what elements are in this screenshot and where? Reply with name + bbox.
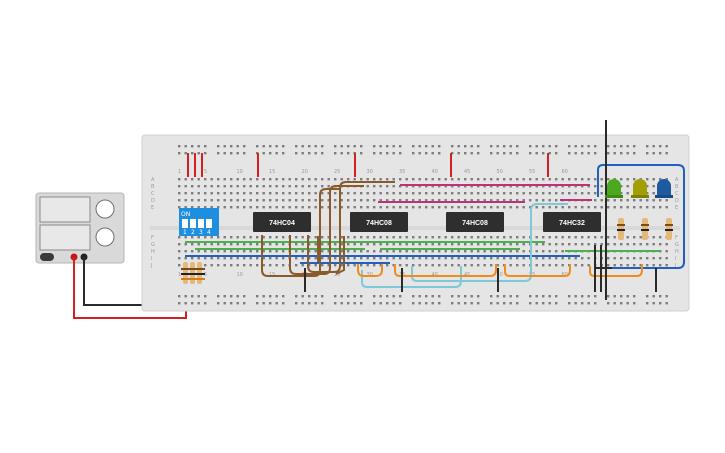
- row-letter: I: [151, 256, 152, 262]
- column-number: 45: [464, 169, 470, 175]
- ic-74hc08-a[interactable]: 74HC08: [350, 212, 408, 232]
- row-letter: C: [675, 191, 679, 197]
- column-number: 55: [529, 169, 535, 175]
- row-letter: F: [151, 235, 154, 241]
- black-wires[interactable]: [304, 123, 657, 292]
- dip-switch[interactable]: ON 1 2 3 4: [179, 208, 219, 236]
- row-letter: F: [675, 235, 678, 241]
- dip-number: 2: [191, 229, 195, 236]
- led-blue[interactable]: [655, 179, 673, 198]
- row-letter: G: [151, 242, 155, 248]
- column-number: 5: [204, 169, 207, 175]
- dip-number: 1: [183, 229, 187, 236]
- row-letter: D: [675, 198, 679, 204]
- dip-toggle-3[interactable]: [198, 219, 204, 228]
- row-letter: B: [675, 184, 679, 190]
- lightblue-wires[interactable]: [361, 203, 568, 288]
- row-letter: E: [675, 205, 678, 211]
- power-supply[interactable]: [35, 192, 125, 264]
- knob-voltage-icon[interactable]: [95, 199, 115, 219]
- row-letter: E: [151, 205, 154, 211]
- column-number: 25: [334, 272, 340, 278]
- brown-wires[interactable]: [261, 181, 395, 277]
- row-letter: I: [675, 256, 676, 262]
- column-number: 10: [237, 272, 243, 278]
- led-yellow[interactable]: [631, 179, 649, 198]
- column-number: 20: [302, 169, 308, 175]
- column-number: 15: [269, 169, 275, 175]
- dip-toggle-4[interactable]: [206, 219, 212, 228]
- dip-toggle-2[interactable]: [190, 219, 196, 228]
- green-wires[interactable]: [185, 241, 660, 252]
- column-number: 1: [178, 272, 181, 278]
- led-resistors[interactable]: [617, 218, 673, 240]
- chip-label: 74HC08: [366, 220, 392, 227]
- row-letter: D: [151, 198, 155, 204]
- dip-toggle-1[interactable]: [182, 219, 188, 228]
- magenta-wires[interactable]: [378, 184, 592, 203]
- ic-74hc08-b[interactable]: 74HC08: [446, 212, 504, 232]
- row-letter: H: [675, 249, 679, 255]
- row-letter: J: [150, 263, 152, 269]
- column-number: 1: [178, 169, 181, 175]
- column-number: 5: [204, 272, 207, 278]
- breadboard-holes: [178, 145, 668, 305]
- row-letter: H: [151, 249, 155, 255]
- resistor-bank-input[interactable]: [181, 262, 205, 284]
- column-number: 50: [497, 169, 503, 175]
- knob-current-icon[interactable]: [95, 227, 115, 247]
- row-letter: G: [675, 242, 679, 248]
- dip-on-label: ON: [181, 211, 190, 218]
- column-number: 35: [399, 169, 405, 175]
- red-jumpers[interactable]: [187, 153, 549, 177]
- row-letter: J: [674, 263, 676, 269]
- led-green[interactable]: [605, 179, 623, 198]
- row-letter: C: [151, 191, 155, 197]
- power-switch-icon[interactable]: [40, 253, 54, 261]
- chip-label: 74HC08: [462, 220, 488, 227]
- chip-label: 74HC32: [559, 220, 585, 227]
- chip-label: 74HC04: [269, 220, 295, 227]
- row-letter: B: [151, 184, 155, 190]
- ic-74hc04[interactable]: 74HC04: [253, 212, 311, 232]
- column-number: 40: [432, 169, 438, 175]
- column-number: 50: [497, 272, 503, 278]
- ic-74hc32[interactable]: 74HC32: [543, 212, 601, 232]
- column-number: 60: [562, 169, 568, 175]
- dip-number: 4: [207, 229, 211, 236]
- column-number: 10: [237, 169, 243, 175]
- row-letter: A: [151, 177, 155, 183]
- column-number: 30: [367, 169, 373, 175]
- column-number: 25: [334, 169, 340, 175]
- dip-number: 3: [199, 229, 203, 236]
- orange-wires[interactable]: [357, 264, 643, 277]
- row-letter: A: [675, 177, 679, 183]
